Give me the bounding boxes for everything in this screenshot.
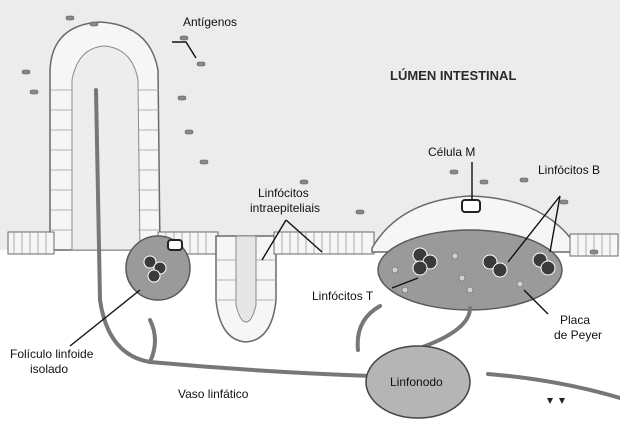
label-intraepithelial-2: intraepiteliais (250, 201, 320, 215)
m-cell (462, 200, 480, 212)
crypt-lumen (236, 236, 256, 322)
lymphocyte (493, 263, 507, 277)
m-cell-follicle (168, 240, 182, 250)
lymphocyte (413, 261, 427, 275)
lymphocyte (148, 270, 160, 282)
label-t-lymphocytes: Linfócitos T (312, 289, 374, 303)
lymphocyte (541, 261, 555, 275)
label-intraepithelial-1: Linfócitos (258, 186, 309, 200)
label-antigens: Antígenos (183, 15, 237, 29)
label-peyer-2: de Peyer (554, 328, 602, 342)
label-lymph-vessel: Vaso linfático (178, 387, 249, 401)
label-lymph-node: Linfonodo (390, 375, 443, 389)
label-b-lymphocytes: Linfócitos B (538, 163, 600, 177)
epithelium-left (8, 232, 54, 254)
label-follicle-2: isolado (30, 362, 68, 376)
label-follicle-1: Folículo linfoide (10, 347, 94, 361)
label-peyer-1: Placa (560, 313, 590, 327)
peyer-patch (378, 230, 562, 310)
label-m-cell: Célula M (428, 145, 475, 159)
villus-core (72, 46, 140, 250)
epithelium-right-of-crypt (274, 232, 374, 254)
label-lumen: LÚMEN INTESTINAL (390, 68, 516, 83)
